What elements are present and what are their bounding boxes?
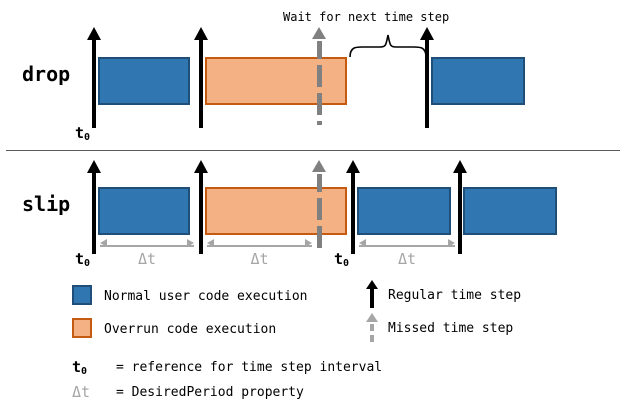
t0-base: t bbox=[75, 124, 85, 142]
t0-sub: 0 bbox=[81, 366, 88, 377]
legend-key-symbol-t0: t0 bbox=[72, 358, 88, 377]
t0-base: t bbox=[75, 250, 85, 268]
section-divider bbox=[6, 150, 620, 151]
delta-t-measure-slip-2 bbox=[207, 239, 312, 250]
t0-base: t bbox=[72, 358, 82, 376]
t0-label-slip-2: t0 bbox=[334, 250, 350, 269]
t0-sub: 0 bbox=[84, 258, 91, 269]
t0-base: t bbox=[334, 250, 344, 268]
block-slip-overrun-1 bbox=[205, 187, 347, 235]
legend-key-symbol-delta-t: Δt bbox=[72, 383, 91, 401]
legend-label-missed-time-step: Missed time step bbox=[388, 321, 514, 336]
legend-label-normal: Normal user code execution bbox=[104, 289, 308, 304]
block-drop-overrun-1 bbox=[205, 57, 347, 105]
t0-sub: 0 bbox=[343, 258, 350, 269]
legend-label-regular-time-step: Regular time step bbox=[388, 288, 522, 303]
legend-swatch-normal bbox=[72, 285, 92, 305]
row-label-slip: slip bbox=[22, 192, 71, 216]
delta-t-label-slip-3: Δt bbox=[397, 250, 417, 268]
legend-key-definition-delta-t: = DesiredPeriod property bbox=[116, 385, 304, 400]
legend-swatch-overrun bbox=[72, 318, 92, 338]
t0-label-slip-1: t0 bbox=[75, 250, 91, 269]
block-slip-normal-3 bbox=[463, 187, 557, 235]
legend-label-overrun: Overrun code execution bbox=[104, 322, 277, 337]
annotation-wait-for-next-time-step: Wait for next time step bbox=[283, 10, 450, 24]
block-slip-normal-2 bbox=[357, 187, 451, 235]
delta-t-label-slip-2: Δt bbox=[250, 250, 269, 268]
block-drop-normal-2 bbox=[431, 57, 525, 105]
t0-label-drop-1: t0 bbox=[75, 124, 91, 143]
delta-t-measure-slip-3 bbox=[359, 239, 455, 250]
delta-t-measure-slip-1 bbox=[100, 239, 194, 250]
t0-sub: 0 bbox=[84, 132, 91, 143]
block-slip-normal-1 bbox=[98, 187, 190, 235]
legend-key-definition-t0: = reference for time step interval bbox=[116, 360, 383, 375]
brace-wait-interval bbox=[348, 33, 428, 58]
block-drop-normal-1 bbox=[98, 57, 190, 105]
row-label-drop: drop bbox=[22, 62, 71, 86]
delta-t-label-slip-1: Δt bbox=[137, 250, 157, 268]
